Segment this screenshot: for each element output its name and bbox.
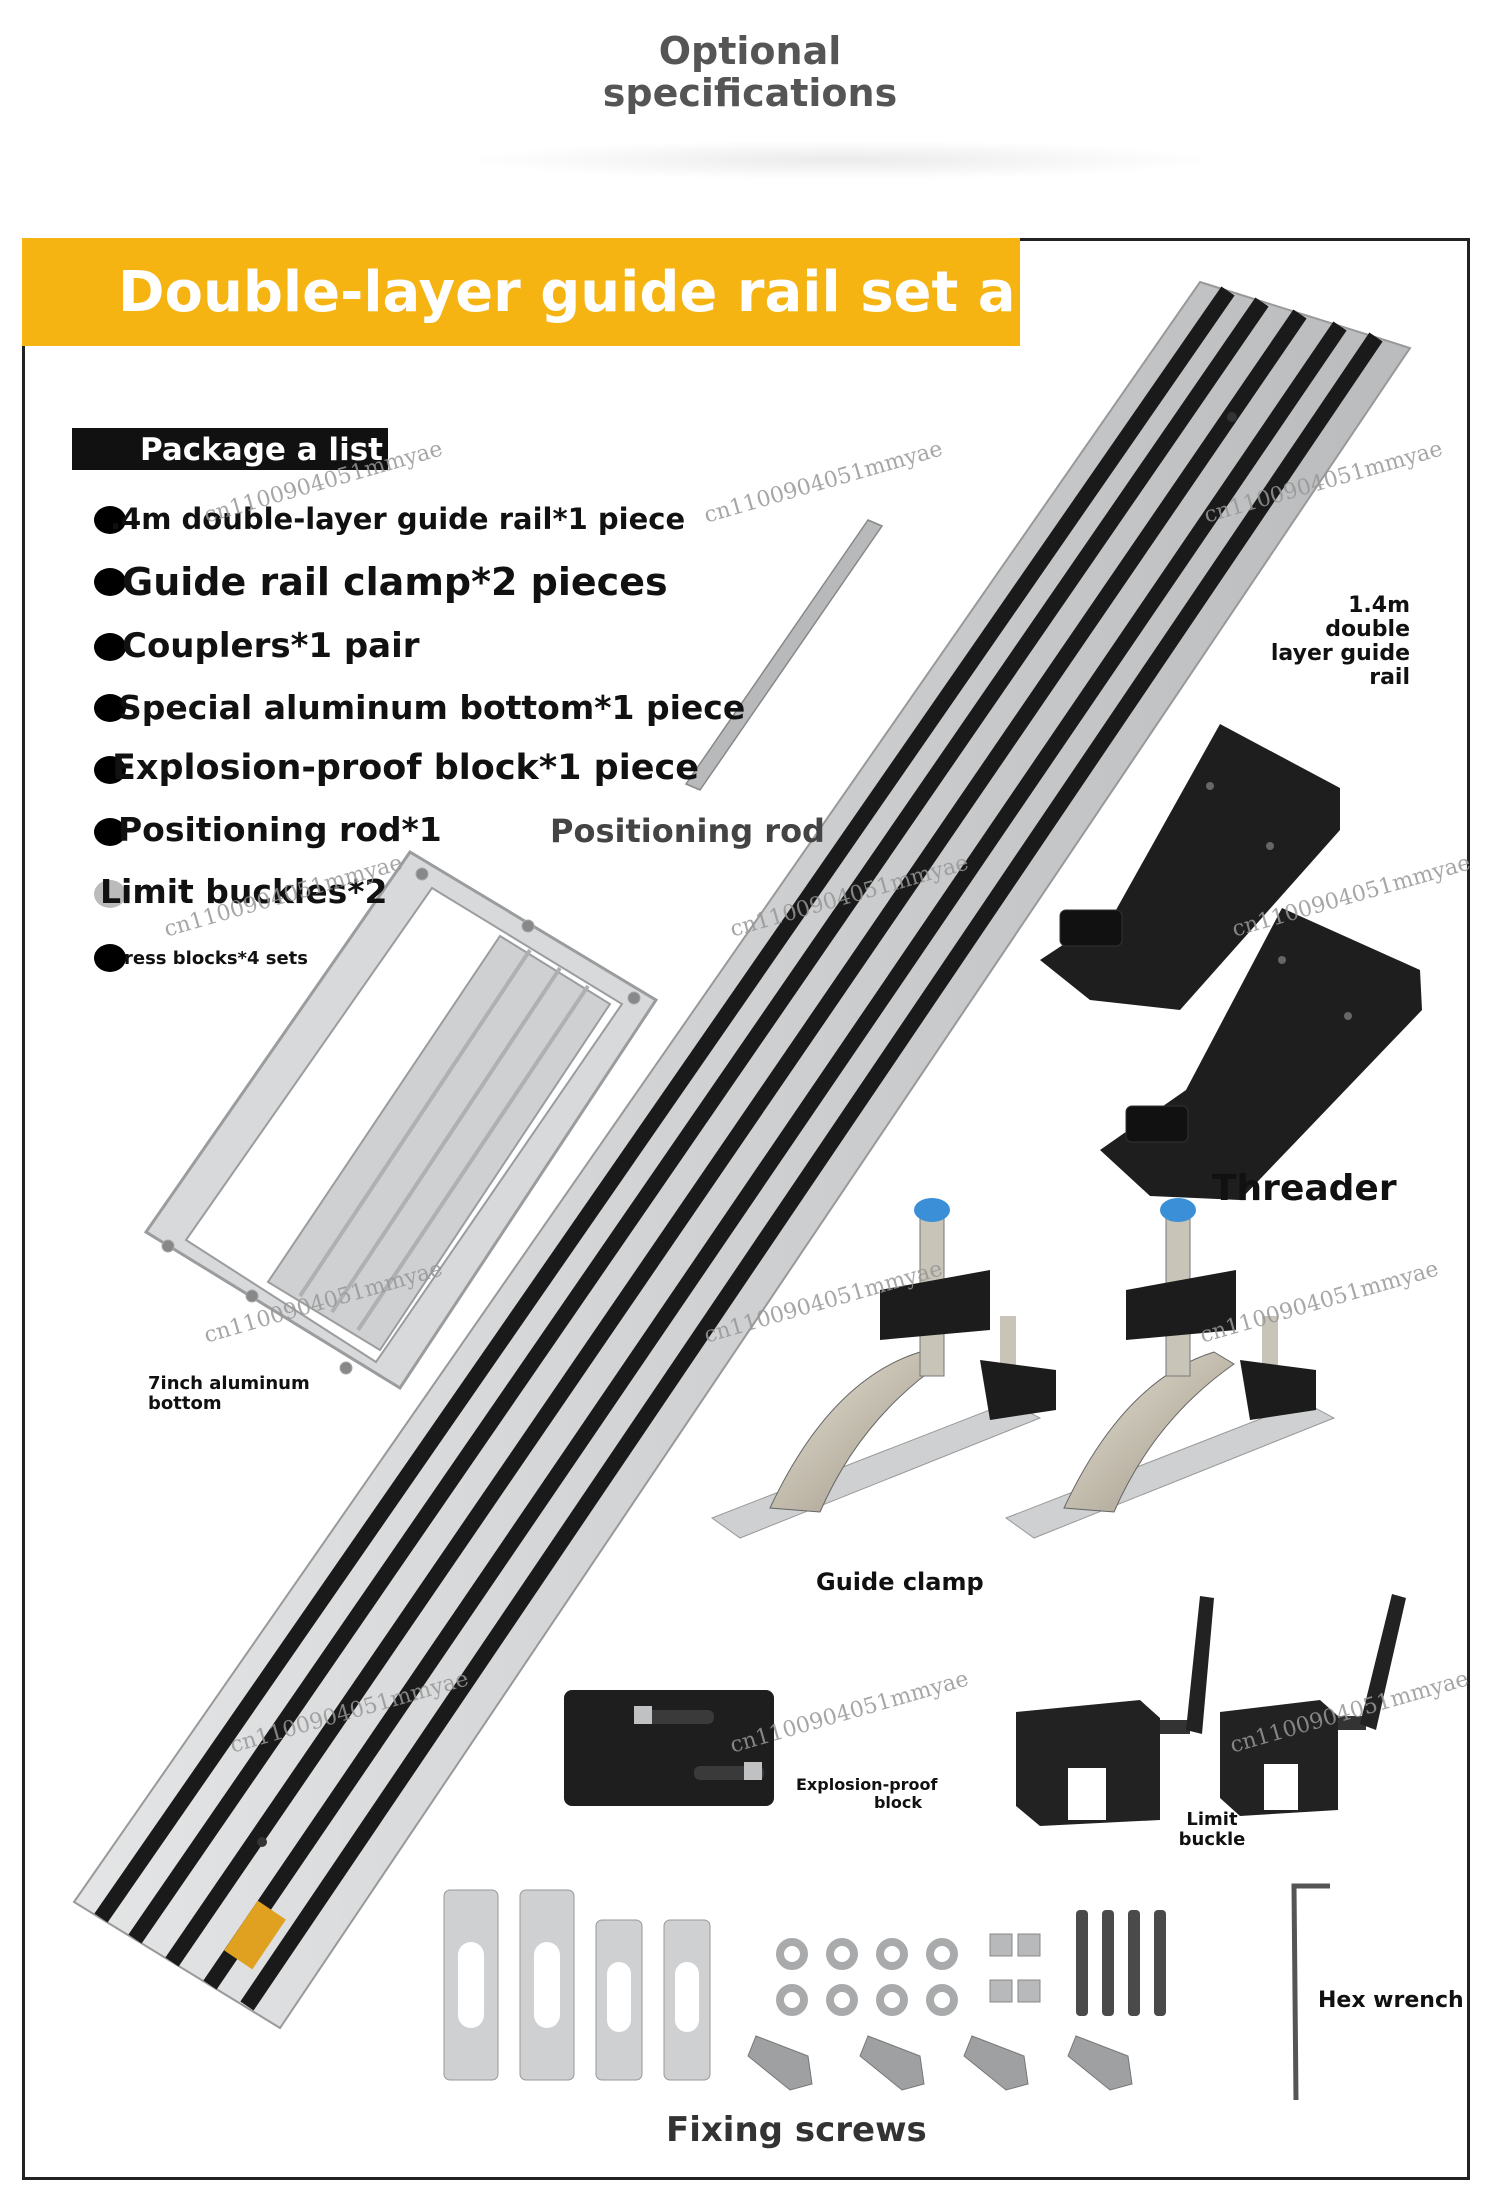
list-bullet [94, 568, 126, 596]
aluminum-bottom-label: 7inch aluminum bottom [148, 1374, 310, 1414]
explosion-proof-label-line1: Explosion-proof [796, 1775, 938, 1794]
threader-label: Threader [1212, 1168, 1397, 1209]
list-item: Special aluminum bottom*1 piece [118, 688, 746, 727]
aluminum-bottom-image [143, 849, 659, 1391]
explosion-proof-label: Explosion-proof block [796, 1775, 938, 1812]
positioning-rod-image [684, 519, 884, 791]
header-title-line1: Optional [658, 29, 842, 73]
washers-nuts-image [776, 1938, 958, 2016]
list-item: Positioning rod*1 [118, 810, 442, 849]
banner-title: Double-layer guide rail set a [118, 260, 1016, 325]
hex-wrench-label: Hex wrench [1318, 1988, 1464, 2013]
list-item: ress blocks*4 sets [124, 948, 308, 969]
guide-clamp-label: Guide clamp [816, 1568, 984, 1596]
explosion-proof-label-line2: block [873, 1793, 922, 1812]
guide-clamp-image [710, 1198, 1336, 1539]
list-bullet [94, 818, 126, 846]
wing-nuts-image [747, 2035, 1133, 2091]
rail-label: 1.4m double layer guide rail [1270, 594, 1410, 690]
list-bullet [94, 633, 126, 661]
list-item: Limit buckles*2 [100, 872, 388, 911]
list-item: Explosion-proof block*1 piece [112, 748, 699, 788]
list-bullet [94, 506, 126, 534]
fixing-screws-label: Fixing screws [666, 2110, 927, 2150]
aluminum-bottom-label-line2: bottom [148, 1393, 222, 1414]
list-bullet [94, 756, 126, 784]
square-nuts-image [989, 1933, 1041, 2003]
positioning-rod-label: Positioning rod [550, 812, 825, 850]
rail-label-line3: layer guide [1270, 641, 1410, 666]
rail-label-line2: double [1325, 617, 1410, 642]
package-list-heading: Package a list [72, 428, 388, 470]
list-bullet [94, 880, 126, 908]
list-item: Guide rail clamp*2 pieces [122, 560, 668, 604]
header-title-line2: specifications [602, 71, 898, 115]
limit-buckle-label-line2: buckle [1178, 1829, 1246, 1850]
pins-image [1076, 1910, 1166, 2016]
header-shadow [460, 140, 1220, 180]
list-bullet [94, 694, 126, 722]
limit-buckle-label-line1: Limit [1186, 1809, 1238, 1830]
limit-buckle-image [1016, 1594, 1406, 1826]
limit-buckle-label: Limit buckle [1172, 1810, 1252, 1850]
fixing-plates-image [443, 1889, 711, 2081]
page-header-title: Optional specifications [0, 30, 1500, 114]
threader-image [1040, 724, 1422, 1200]
list-item: Couplers*1 pair [122, 626, 420, 666]
rail-label-line4: rail [1369, 665, 1410, 690]
list-item: .4m double-layer guide rail*1 piece [110, 502, 686, 536]
title-banner [22, 238, 1020, 346]
explosion-proof-block-image [564, 1690, 774, 1806]
guide-rail-image [72, 280, 1412, 2030]
rail-label-line1: 1.4m [1348, 593, 1410, 618]
list-bullet [94, 944, 126, 972]
aluminum-bottom-label-line1: 7inch aluminum [148, 1373, 310, 1394]
package-list-heading-text: Package a list [140, 432, 383, 468]
hex-wrench-image [1291, 1883, 1330, 2101]
